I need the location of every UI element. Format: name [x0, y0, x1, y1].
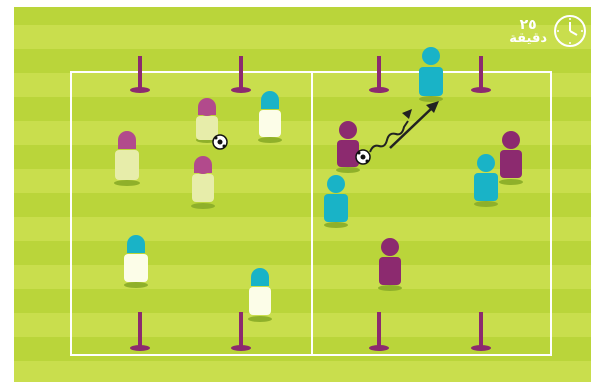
- duration-unit: دقيقة: [509, 32, 547, 45]
- field-stripe: [14, 361, 591, 382]
- ball-icon: [213, 135, 227, 149]
- duration-badge: ٢٥ دقيقة: [509, 14, 587, 48]
- player-cyan: [419, 47, 443, 102]
- player-olive: [196, 98, 218, 143]
- player-purple: [499, 131, 523, 185]
- player-olive: [191, 156, 215, 209]
- soccer-field: [14, 7, 591, 382]
- player-cyan: [324, 175, 348, 228]
- player-white: [248, 268, 272, 322]
- field-stripe: [14, 217, 591, 241]
- player-purple: [378, 238, 402, 291]
- field-stripe: [14, 73, 591, 97]
- duration-value: ٢٥: [520, 18, 537, 32]
- field-stripe: [14, 265, 591, 289]
- duration-text: ٢٥ دقيقة: [509, 18, 547, 45]
- field-stripe: [14, 313, 591, 337]
- player-white: [124, 235, 148, 288]
- clock-icon: [553, 14, 587, 48]
- ball-icon: [356, 150, 370, 164]
- player-cyan: [474, 154, 498, 207]
- player-purple: [336, 121, 360, 173]
- player-white: [258, 91, 282, 143]
- field-stripe: [14, 25, 591, 49]
